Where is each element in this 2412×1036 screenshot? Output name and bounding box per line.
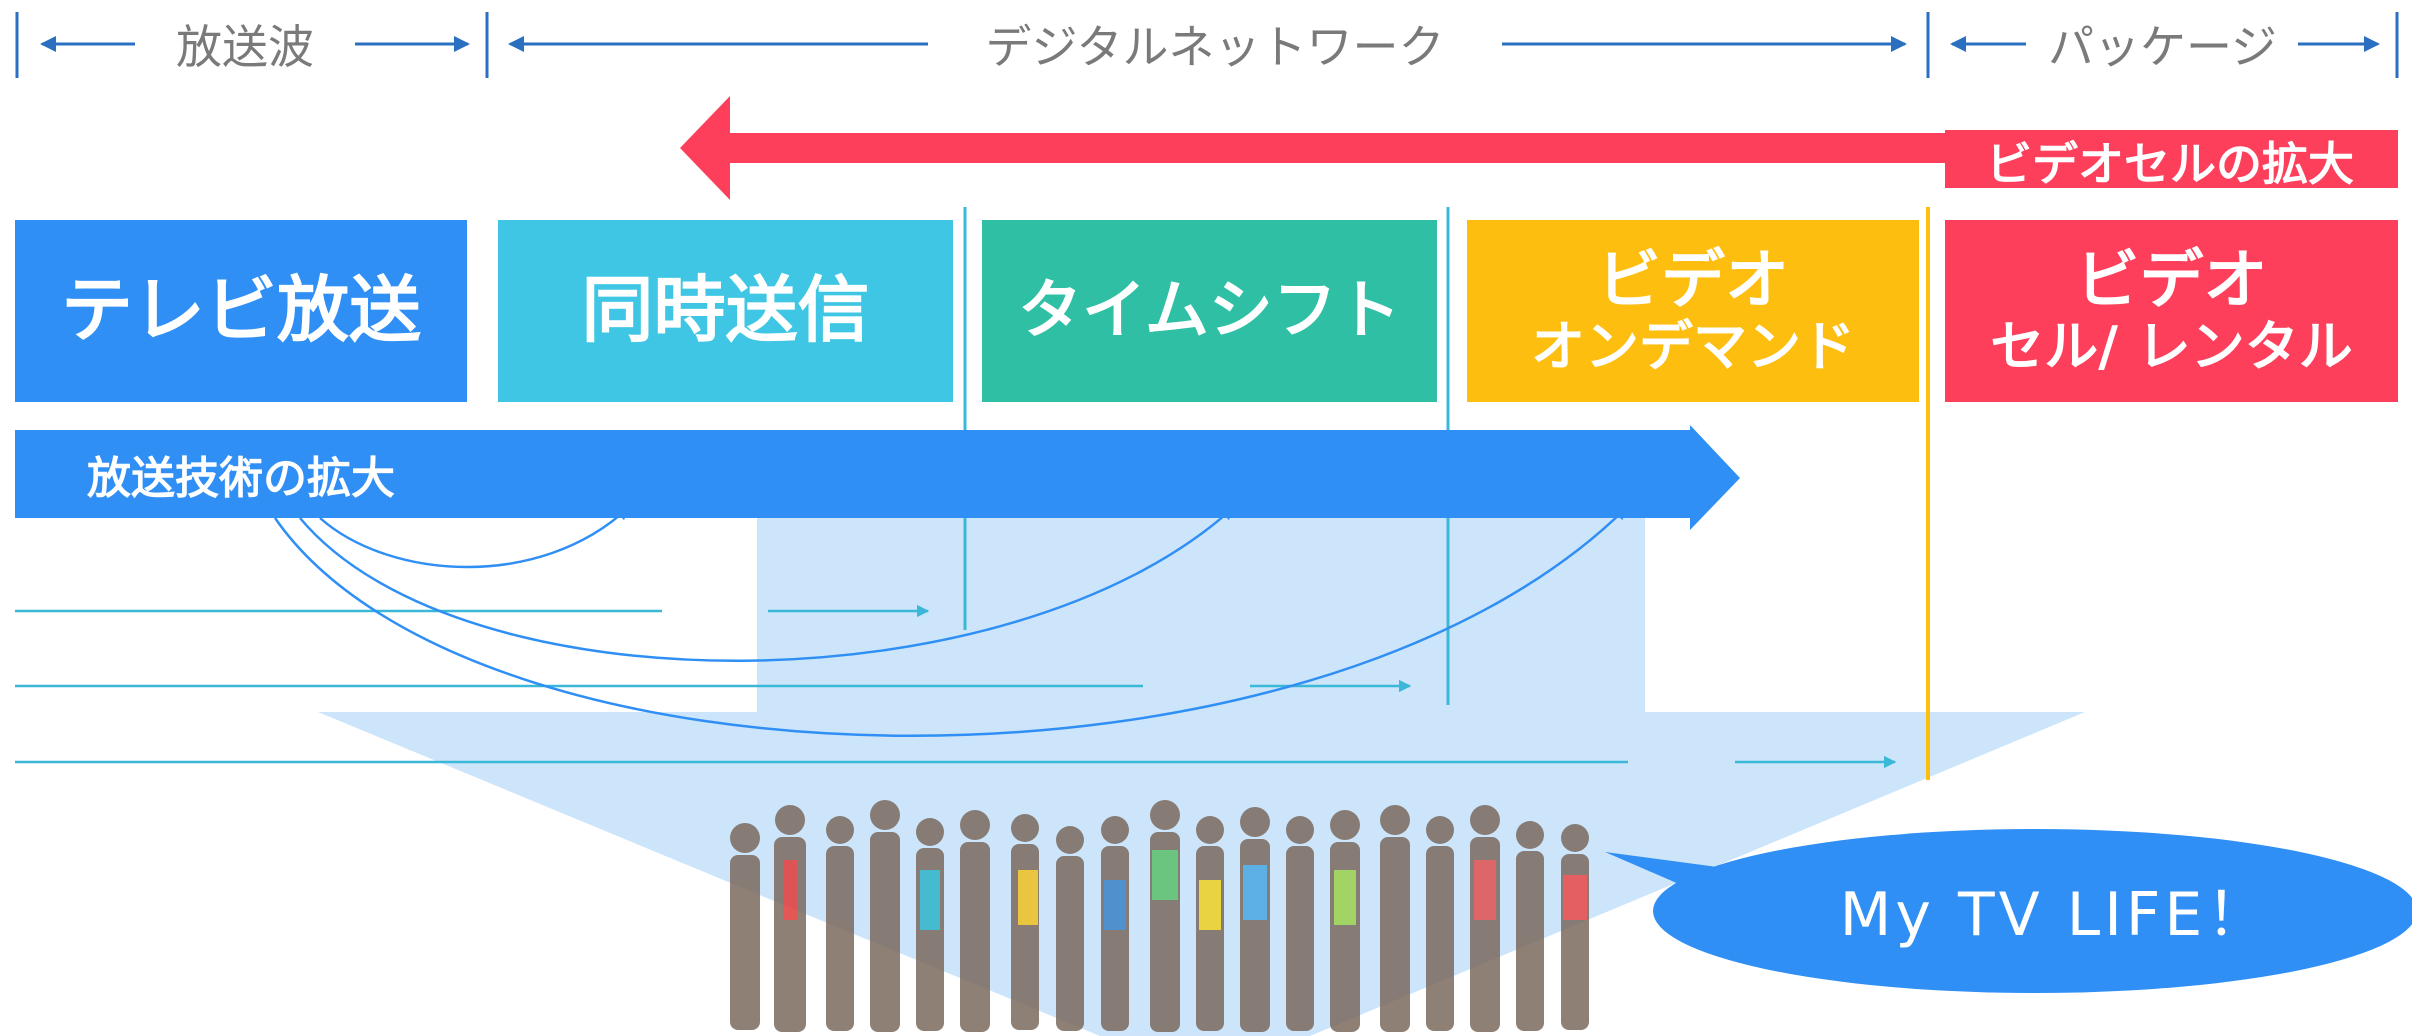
curve-arrows xyxy=(273,507,1627,737)
broadcast-tech-label: 放送技術の拡大 xyxy=(87,453,395,504)
sell-expansion-arrow xyxy=(680,96,2398,200)
box-sell-rental: ビデオ セル/ レンタル xyxy=(1945,220,2398,402)
speech-bubble xyxy=(1653,829,2412,993)
crowd-illustration xyxy=(730,800,1589,1032)
flow-lines xyxy=(15,604,1897,769)
box-timeshift: タイムシフト xyxy=(982,220,1437,402)
box-sell-rental-line2: セル/ レンタル xyxy=(1990,314,2353,378)
box-tv-broadcast-text: テレビ放送 xyxy=(60,268,421,353)
box-vod: ビデオ オンデマンド xyxy=(1467,220,1919,402)
range-indicators xyxy=(15,12,2399,78)
box-tv-broadcast: テレビ放送 xyxy=(15,220,467,402)
box-vod-line2: オンデマンド xyxy=(1531,314,1855,378)
speech-bubble-text: My TV LIFE！ xyxy=(1839,880,2271,950)
box-vod-line1: ビデオ xyxy=(1597,244,1789,319)
sell-expansion-label: ビデオセルの拡大 xyxy=(1986,136,2354,191)
box-timeshift-text: タイムシフト xyxy=(1018,273,1401,348)
range-label-package: パッケージ xyxy=(2047,20,2278,74)
range-label-broadcast: 放送波 xyxy=(176,20,314,74)
box-simulcast-text: 同時送信 xyxy=(581,268,870,353)
box-sell-rental-line1: ビデオ xyxy=(2075,244,2268,319)
broadcast-tech-arrow xyxy=(15,425,1740,530)
box-simulcast: 同時送信 xyxy=(498,220,953,402)
range-label-digital-network: デジタルネットワーク xyxy=(985,20,1445,74)
